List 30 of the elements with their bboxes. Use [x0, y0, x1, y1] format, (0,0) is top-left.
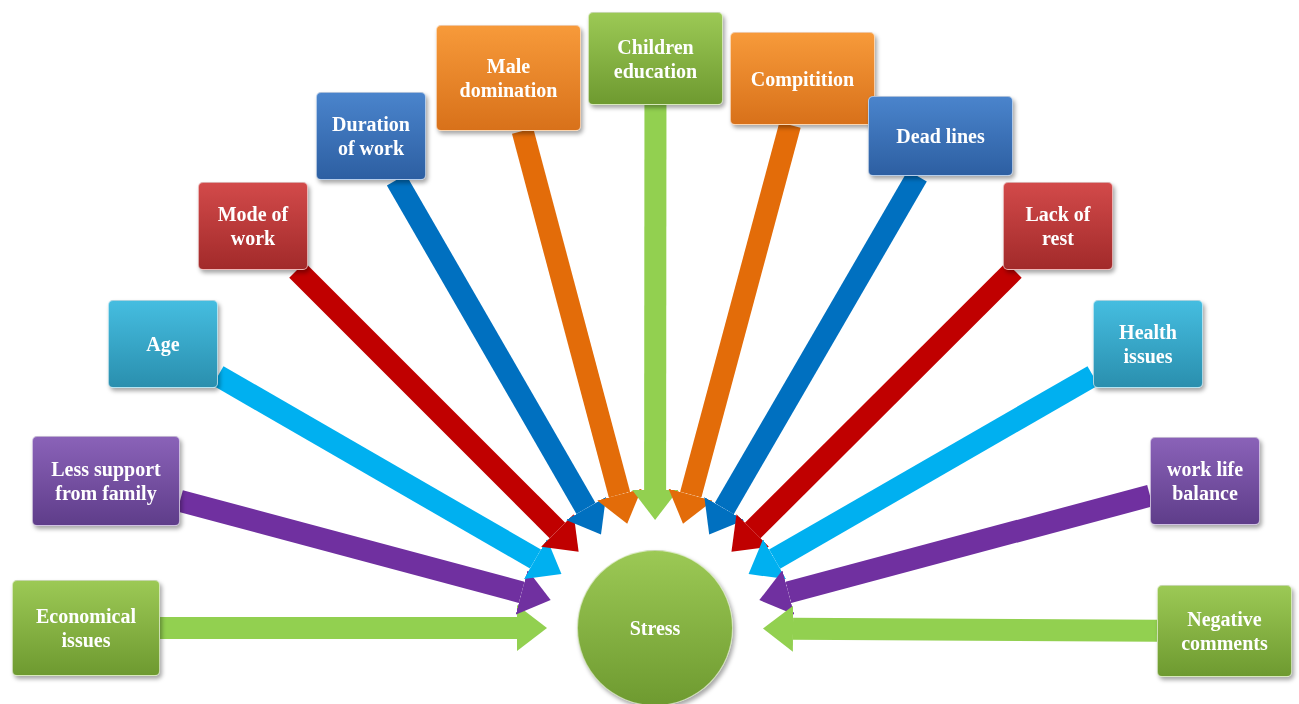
factor-label: Health issues [1118, 320, 1178, 368]
factor-label: Children education [612, 34, 699, 83]
factor-box [108, 300, 218, 388]
factor-label: Compitition [750, 66, 855, 91]
factor-label: Economical issues [35, 604, 137, 652]
factor-box [1003, 182, 1113, 270]
factor-label: Less support from family [50, 457, 162, 505]
factor-box [1150, 437, 1260, 525]
arrow [160, 605, 547, 651]
factor-box [868, 96, 1013, 176]
factor-label: Mode of work [216, 202, 290, 250]
factor-label: Male domination [458, 54, 559, 102]
arrow [632, 105, 679, 520]
factor-label: work life balance [1165, 457, 1245, 505]
factor-box [12, 580, 160, 676]
factor-box [588, 12, 723, 105]
arrow [763, 605, 1158, 652]
factor-box [316, 92, 426, 180]
factor-label: Age [146, 332, 180, 356]
factor-label: Lack of rest [1024, 202, 1092, 250]
factor-label: Duration of work [331, 112, 411, 160]
factor-label: Negative comments [1180, 607, 1269, 655]
factor-box [32, 436, 180, 526]
factor-box [1093, 300, 1203, 388]
factor-box [730, 32, 875, 125]
factor-box [1157, 585, 1292, 677]
factor-label: Stress [629, 616, 681, 640]
factor-box [436, 25, 581, 131]
factor-box [198, 182, 308, 270]
factor-label: Dead lines [896, 124, 985, 148]
